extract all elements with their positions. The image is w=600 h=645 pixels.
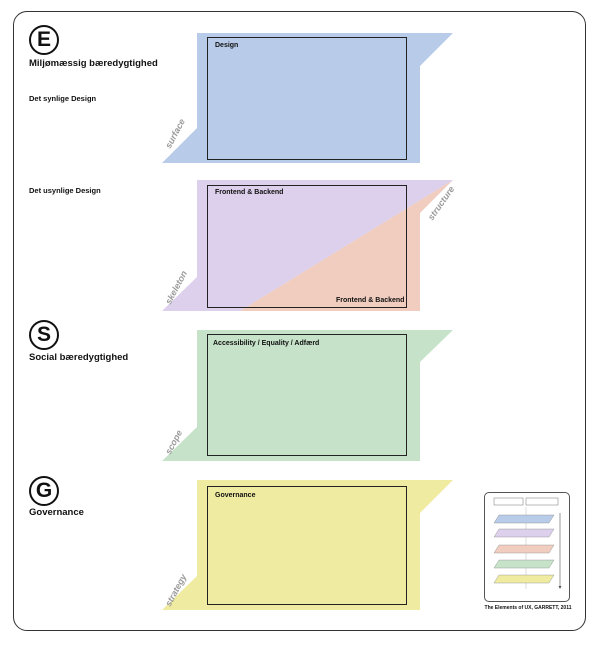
skeleton-box bbox=[207, 185, 407, 308]
environment-title: Miljømæssig bæredygtighed bbox=[29, 58, 158, 69]
invisible-design-label: Det usynlige Design bbox=[29, 186, 101, 195]
scope-box-title: Accessibility / Equality / Adfærd bbox=[213, 340, 320, 347]
environment-letter-badge: E bbox=[29, 25, 59, 55]
governance-letter-badge: G bbox=[29, 476, 59, 506]
surface-box bbox=[207, 37, 407, 160]
social-title: Social bæredygtighed bbox=[29, 352, 129, 363]
social-letter: S bbox=[36, 323, 51, 346]
skeleton-box-title: Frontend & Backend bbox=[215, 189, 284, 196]
surface-box-title: Design bbox=[215, 42, 239, 49]
environment-letter: E bbox=[36, 28, 51, 51]
governance-letter: G bbox=[35, 479, 53, 502]
strategy-box bbox=[207, 486, 407, 605]
strategy-plane-shape bbox=[162, 480, 453, 610]
governance-title: Governance bbox=[29, 507, 84, 518]
reference-caption: The Elements of UX, GARRETT, 2011 bbox=[484, 605, 572, 611]
outer-frame bbox=[13, 11, 586, 631]
skeleton-plane-shape bbox=[162, 180, 453, 311]
strategy-box-title: Governance bbox=[215, 492, 256, 499]
elements-of-ux-thumbnail bbox=[484, 492, 570, 602]
surface-plane-shape bbox=[162, 33, 453, 163]
scope-plane-shape bbox=[162, 330, 453, 461]
social-letter-badge: S bbox=[29, 320, 59, 350]
scope-box bbox=[207, 334, 407, 456]
elements-of-ux-diagram-image bbox=[493, 497, 562, 589]
structure-box-title: Frontend & Backend bbox=[336, 297, 405, 304]
structure-plane-shape bbox=[240, 180, 453, 311]
visible-design-label: Det synlige Design bbox=[29, 94, 97, 103]
